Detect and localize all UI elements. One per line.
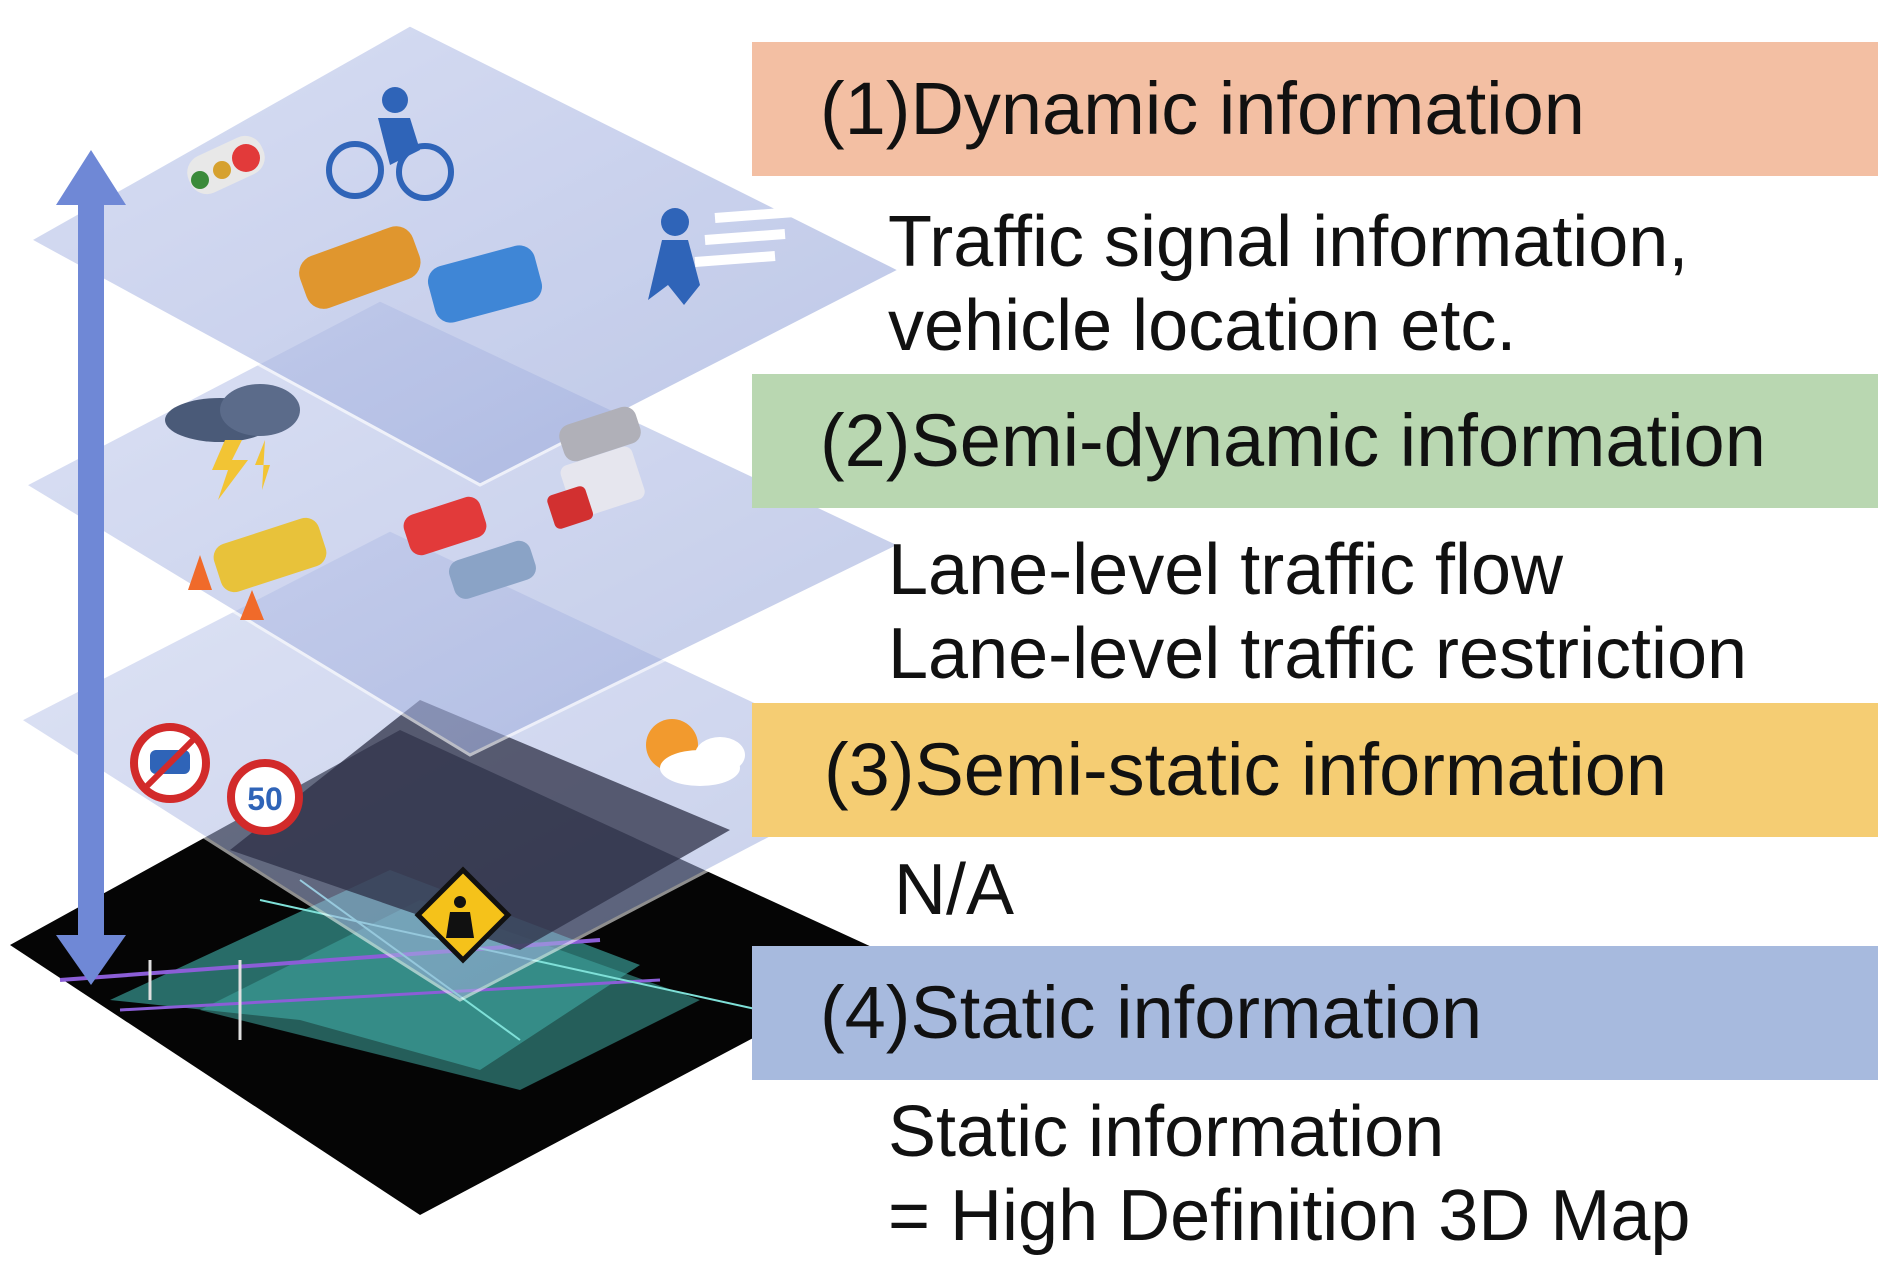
semi-dynamic-information-description: Lane-level traffic flow Lane-level traff… [888,528,1747,696]
static-information-description: Static information = High Definition 3D … [888,1090,1690,1258]
description-line: = High Definition 3D Map [888,1176,1691,1256]
semi-dynamic-information-heading: (2)Semi-dynamic information [820,399,1766,482]
roadwork-sign-icon [414,866,512,964]
semi-static-information-band: (3)Semi-static information [752,703,1878,837]
description-line: vehicle location etc. [888,286,1517,366]
pedestrian-icon [648,207,796,305]
description-line: Lane-level traffic flow [888,530,1563,610]
description-line: Static information [888,1092,1445,1172]
semi-dynamic-information-band: (2)Semi-dynamic information [752,374,1878,508]
speed-limit-sign-icon: 50 [227,759,303,835]
traffic-cone-icon [188,555,264,620]
storm-cloud-icon [165,384,300,500]
description-line: Traffic signal information, [888,202,1689,282]
semi-static-information-description: N/A [894,848,1014,932]
dynamic-information-description: Traffic signal information, vehicle loca… [888,200,1688,368]
static-information-heading: (4)Static information [820,971,1483,1054]
static-information-band: (4)Static information [752,946,1878,1080]
no-entry-sign-icon [130,723,210,803]
sun-cloud-icon [646,719,745,786]
layered-map-illustration: 50 [10,23,900,1215]
speed-limit-value: 50 [247,781,283,817]
description-line: N/A [894,850,1015,930]
description-line: Lane-level traffic restriction [888,614,1748,694]
car-icon [299,226,543,323]
cyclist-icon [326,87,454,201]
vertical-arrow-icon [56,150,126,985]
traffic-light-icon [187,135,265,195]
crash-cars-icon [213,406,645,599]
dynamic-information-band: (1)Dynamic information [752,42,1878,176]
semi-static-information-heading: (3)Semi-static information [824,728,1668,811]
dynamic-information-heading: (1)Dynamic information [820,67,1585,150]
